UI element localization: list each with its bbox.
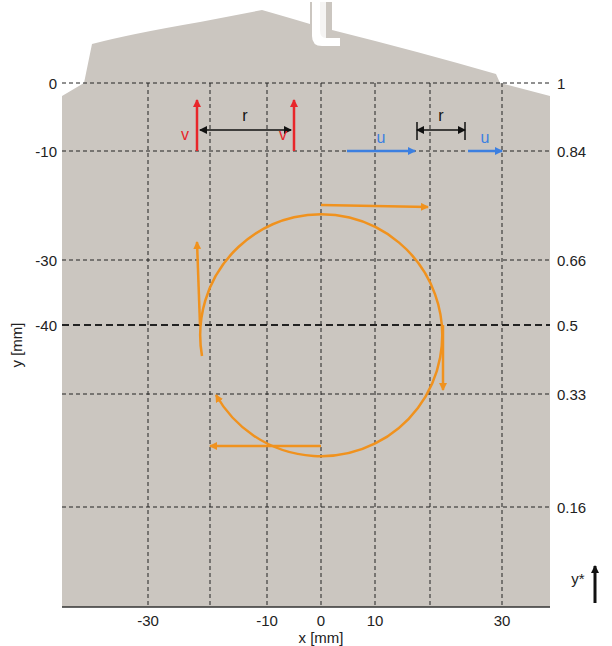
grid-lines bbox=[62, 83, 550, 607]
axis-tick: 0 bbox=[317, 613, 325, 628]
scale-tick: 0.5 bbox=[557, 318, 578, 333]
axis-tick: 0 bbox=[49, 76, 57, 91]
y-star-arrow bbox=[594, 566, 597, 603]
axis-title: y [mm] bbox=[9, 323, 24, 368]
axis-tick: 10 bbox=[367, 613, 384, 628]
distance-label: r bbox=[438, 108, 443, 124]
velocity-label: v bbox=[279, 127, 287, 143]
u-arrows bbox=[347, 150, 502, 153]
velocity-label: u bbox=[377, 130, 386, 146]
vessel-body bbox=[62, 2, 550, 607]
bottom-axis bbox=[62, 606, 550, 608]
scale-tick: 0.66 bbox=[557, 253, 586, 268]
v-arrows bbox=[197, 100, 294, 151]
scale-tick: 1 bbox=[557, 76, 565, 91]
scale-tick: 0.84 bbox=[557, 144, 586, 159]
mid-line bbox=[62, 324, 550, 326]
axis-tick: -30 bbox=[137, 613, 159, 628]
axis-title: x [mm] bbox=[299, 630, 344, 645]
velocity-label: v bbox=[181, 127, 189, 143]
axis-tick: -30 bbox=[35, 253, 57, 268]
vortex bbox=[197, 205, 443, 456]
distance-label: r bbox=[242, 108, 247, 124]
axis-tick: -10 bbox=[256, 613, 278, 628]
axis-tick: -40 bbox=[35, 318, 57, 333]
r-dimensions bbox=[200, 122, 465, 140]
axis-tick: -10 bbox=[35, 144, 57, 159]
scale-tick: 0.33 bbox=[557, 387, 586, 402]
scale-tick: 0.16 bbox=[557, 500, 586, 515]
axis-tick: 30 bbox=[494, 613, 511, 628]
axis-title: y* bbox=[571, 571, 584, 586]
velocity-label: u bbox=[481, 130, 490, 146]
